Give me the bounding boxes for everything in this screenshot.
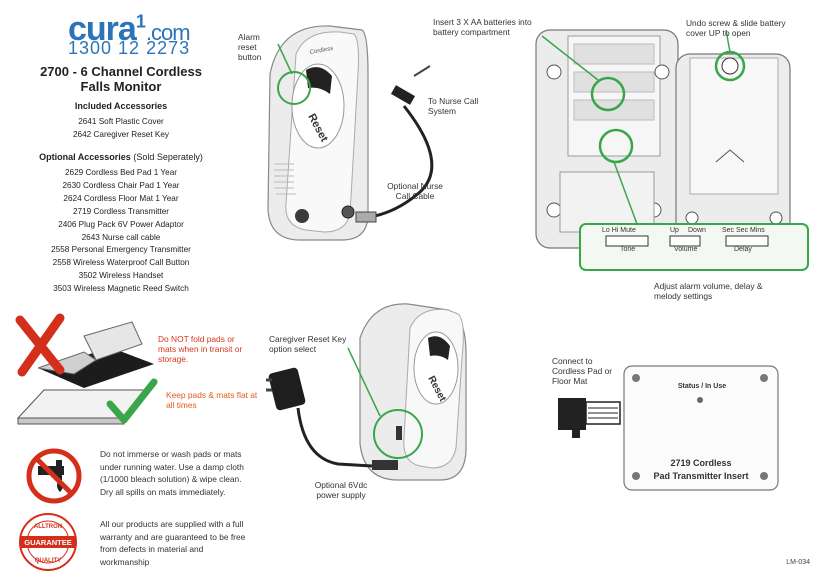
transmitter-subtitle: Pad Transmitter Insert — [653, 471, 749, 481]
logo-suffix: .com — [145, 20, 191, 45]
badge-bottom-text: QUALITY — [35, 558, 61, 564]
folded-pad-image — [37, 321, 154, 388]
included-heading: Included Accessories — [74, 101, 168, 111]
adjust-settings-callout: Adjust alarm volume, delay & melody sett… — [654, 281, 763, 301]
document-title: 2700 - 6 Channel Cordless Falls Monitor — [10, 64, 232, 94]
brand-phone: 1300 12 2273 — [68, 38, 191, 58]
optional-item: 2643 Nurse call cable — [81, 233, 161, 242]
badge-middle-text: GUARANTEE — [24, 538, 72, 547]
nurse-cable-callout: Optional Nurse Call Cable — [387, 181, 443, 201]
connect-callout: Connect to Cordless Pad or Floor Mat — [552, 356, 613, 386]
badge-top-text: ALLTRON — [34, 524, 62, 530]
optional-item: 2558 Wireless Waterproof Call Button — [52, 258, 190, 267]
alarm-reset-highlight — [277, 71, 311, 105]
warranty-text: All our products are supplied with a ful… — [100, 519, 246, 567]
switch-tone-range: Lo Hi Mute — [602, 227, 636, 234]
optional-heading: Optional Accessories (Sold Seperately) — [10, 152, 232, 162]
optional-item: 2719 Cordless Transmitter — [72, 207, 169, 216]
optional-heading-text: Optional Accessories — [39, 152, 131, 162]
nurse-call-callout: To Nurse Call System — [428, 96, 479, 116]
switch-volume-label: Volume — [674, 246, 698, 253]
optional-item: 2629 Cordless Bed Pad 1 Year — [65, 168, 177, 177]
speaker-grille — [274, 163, 296, 195]
undo-screw-callout: Undo screw & slide battery cover UP to o… — [686, 18, 786, 38]
status-led — [697, 397, 703, 403]
transmitter-illustration — [558, 365, 779, 491]
transmitter-status-label: Status / In Use — [677, 383, 727, 390]
keep-flat-note: Keep pads & mats flat at all times — [166, 390, 258, 410]
no-immerse-text: Do not immerse or wash pads or mats unde… — [100, 449, 244, 497]
logo-superscript: 1 — [135, 11, 146, 32]
optional-heading-note: (Sold Seperately) — [133, 152, 203, 162]
no-fold-warning: Do NOT fold pads or mats when in transit… — [158, 334, 243, 364]
transmitter-title: 2719 Cordless — [670, 458, 732, 468]
cross-mark-icon — [15, 313, 65, 377]
optional-item: 3503 Wireless Magnetic Reed Switch — [53, 284, 189, 293]
switch-volume-down: Down — [688, 227, 706, 234]
logo-word: cura — [68, 10, 137, 48]
battery-highlight — [590, 76, 626, 112]
optional-item: 2558 Personal Emergency Transmitter — [51, 245, 191, 254]
device-logo-icon — [295, 209, 309, 223]
pad-care-illustration — [15, 313, 158, 425]
title-line-1: 2700 - 6 Channel Cordless — [40, 64, 202, 79]
rj-connector-image — [558, 398, 621, 438]
brand-logo: cura1.com — [68, 10, 191, 49]
monitor-side-illustration: Reset — [266, 303, 467, 481]
transmitter-insert-panel — [623, 365, 779, 491]
optional-item: 2624 Cordless Floor Mat 1 Year — [63, 194, 179, 203]
included-item: 2641 Soft Plastic Cover — [78, 117, 164, 126]
power-supply-callout: Optional 6Vdc power supply — [314, 480, 368, 500]
check-mark-icon — [106, 378, 158, 424]
alarm-reset-callout: Alarm reset button — [238, 32, 262, 62]
guarantee-badge-icon: GUARANTEE ALLTRON QUALITY — [19, 513, 77, 571]
key-option-highlight — [373, 409, 423, 459]
included-item: 2642 Caregiver Reset Key — [72, 130, 170, 139]
monitor-rear-illustration — [535, 29, 809, 271]
switch-highlight — [598, 128, 634, 164]
optional-item: 2406 Plug Pack 6V Power Adaptor — [58, 220, 184, 229]
switch-delay-range: Sec Sec Mins — [722, 227, 765, 234]
switch-volume-up: Up — [670, 227, 679, 234]
battery-callout: Insert 3 X AA batteries into battery com… — [433, 17, 532, 37]
switch-tone-label: Tone — [620, 246, 636, 253]
no-water-icon — [26, 448, 82, 504]
caregiver-callout: Caregiver Reset Key option select — [269, 334, 347, 354]
monitor-front-illustration: Reset Cordless — [267, 25, 434, 241]
device-brand-mark: Cordless — [309, 46, 333, 56]
optional-item: 2630 Cordless Chair Pad 1 Year — [62, 181, 180, 190]
title-line-2: Falls Monitor — [80, 79, 162, 94]
optional-item: 3502 Wireless Handset — [78, 271, 164, 280]
switch-delay-label: Delay — [734, 246, 752, 253]
document-code: LM-034 — [786, 559, 810, 566]
